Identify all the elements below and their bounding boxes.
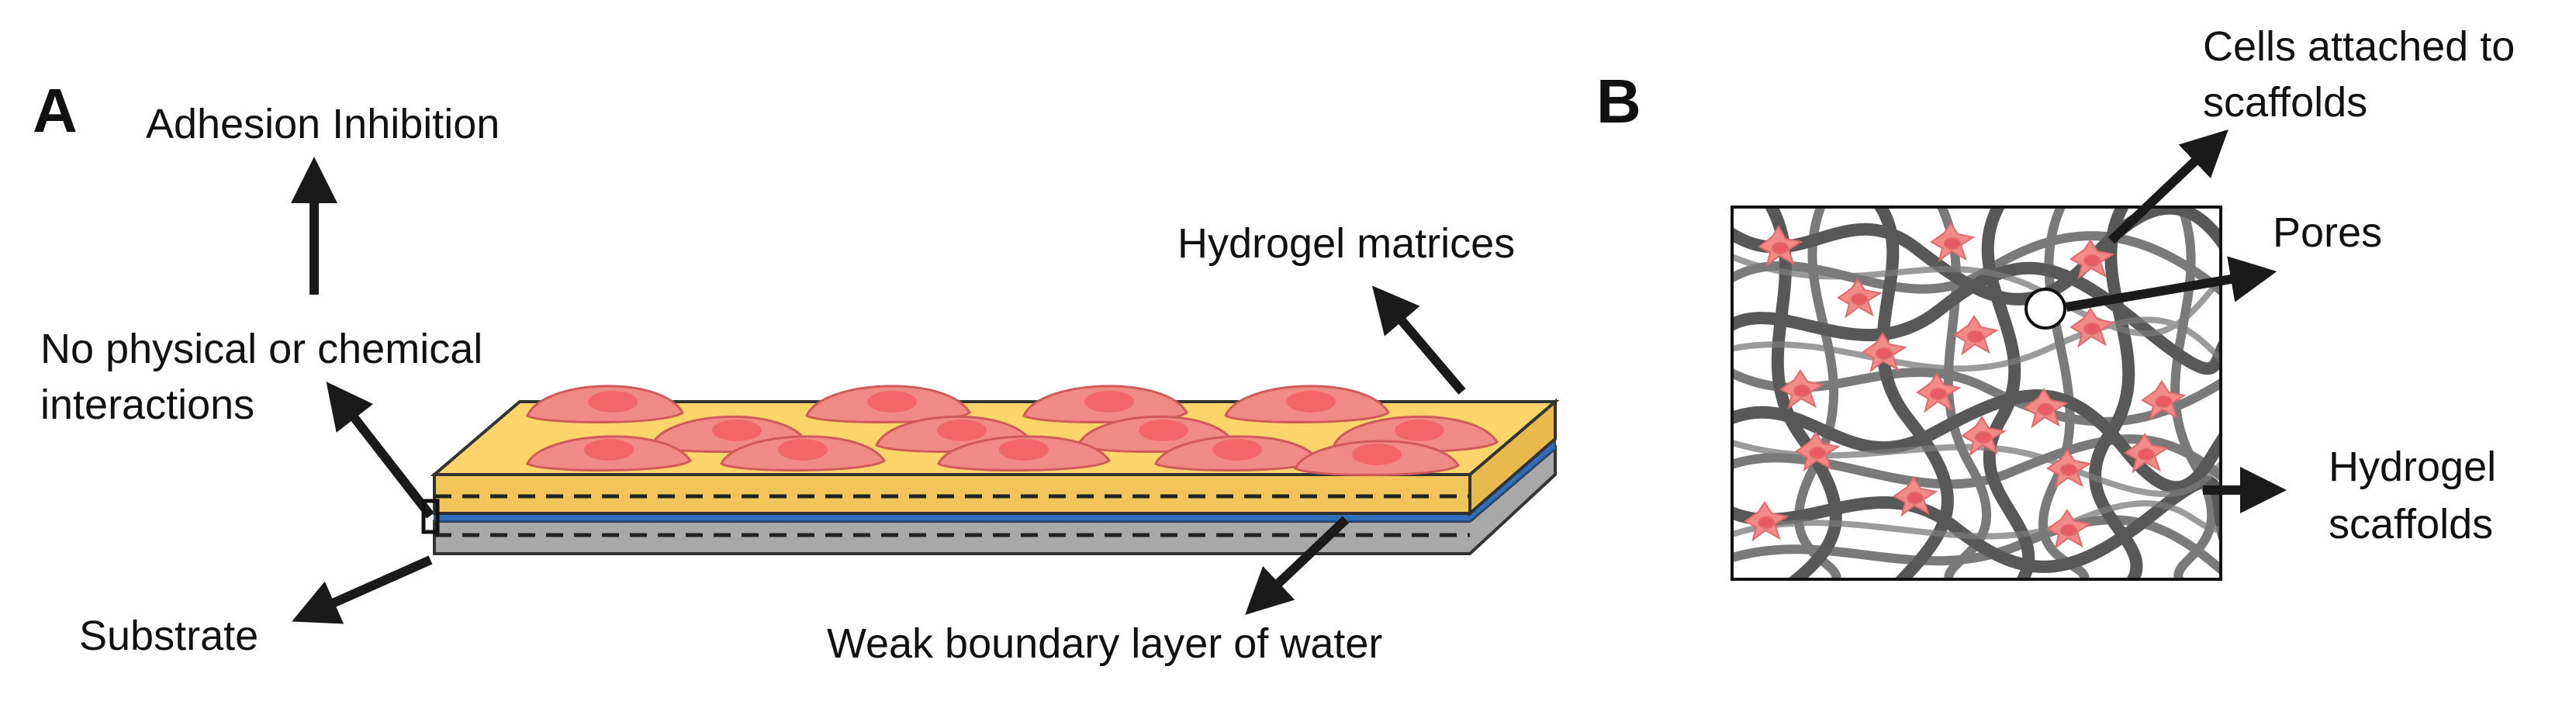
panel-b-letter: B: [1596, 67, 1641, 136]
cell: [1154, 435, 1321, 472]
hydrogel-matrices-label: Hydrogel matrices: [1177, 220, 1515, 267]
cell: [720, 435, 887, 472]
fiber: [1734, 261, 2219, 375]
cell: [1224, 385, 1390, 424]
fiber: [1937, 209, 1992, 578]
fiber: [1793, 209, 1841, 578]
scaffold-cells: [1744, 222, 2187, 550]
no-interactions-label-line1: No physical or chemical: [40, 326, 482, 372]
cells: [526, 385, 1499, 477]
scaffold-cell: [2069, 307, 2115, 348]
scaffold-cell: [1930, 222, 1976, 263]
hydrogel-scaffolds-label-line1: Hydrogel: [2329, 444, 2496, 490]
pores-arrow: [2065, 256, 2277, 312]
cell: [526, 385, 684, 424]
cell: [1022, 385, 1188, 424]
scaffold-cell: [2069, 239, 2115, 280]
adhesion-inhibition-label: Adhesion Inhibition: [146, 101, 500, 147]
substrate-label: Substrate: [79, 613, 258, 659]
scaffold-cell: [1961, 416, 2007, 457]
panel-a-letter: A: [33, 76, 78, 145]
cell: [805, 385, 971, 424]
fiber: [2088, 209, 2143, 578]
scaffold-cell: [1837, 278, 1883, 319]
cells-attached-label-line2: scaffolds: [2203, 79, 2367, 126]
scaffold-cell: [1744, 501, 1789, 542]
pore: [2024, 288, 2066, 330]
scaffold-cell: [1916, 372, 1962, 413]
cells-attached-arrow: [2107, 129, 2228, 244]
hydrogel-front: [433, 473, 1471, 515]
scaffold-cell: [2046, 448, 2092, 489]
scaffold-cell: [2141, 380, 2187, 421]
panel-b: B: [1596, 23, 2515, 581]
cell: [1294, 440, 1461, 477]
fiber: [1734, 316, 2219, 372]
scaffold-cell: [2023, 388, 2069, 429]
scaffold-cell: [1758, 225, 1803, 268]
scaffold-cell: [1862, 332, 1907, 373]
hydrogel-scaffolds-label-line2: scaffolds: [2329, 501, 2493, 547]
weak-boundary-arrow: [1245, 516, 1350, 616]
scaffold-cell: [1779, 369, 1825, 410]
substrate-arrow: [292, 555, 433, 624]
interface-bracket: [421, 499, 440, 534]
scaffold-cell: [1953, 315, 1999, 356]
scaffold-cell: [1893, 476, 1938, 517]
cell: [526, 435, 693, 472]
no-interactions-label-line2: interactions: [40, 382, 254, 428]
interactions-arrow: [326, 382, 434, 519]
panel-a: A Adhesion Inhibition No physical or che…: [33, 76, 1560, 667]
weak-boundary-label: Weak boundary layer of water: [827, 620, 1382, 667]
scaffold-cell: [2046, 509, 2092, 550]
pores-label: Pores: [2273, 209, 2382, 256]
scaffold-cell: [2124, 433, 2170, 474]
scaffold-cell: [1795, 431, 1841, 472]
hydrogel-matrices-arrow: [1371, 285, 1466, 395]
cells-attached-label-line1: Cells attached to: [2203, 23, 2515, 70]
cell: [937, 435, 1112, 472]
